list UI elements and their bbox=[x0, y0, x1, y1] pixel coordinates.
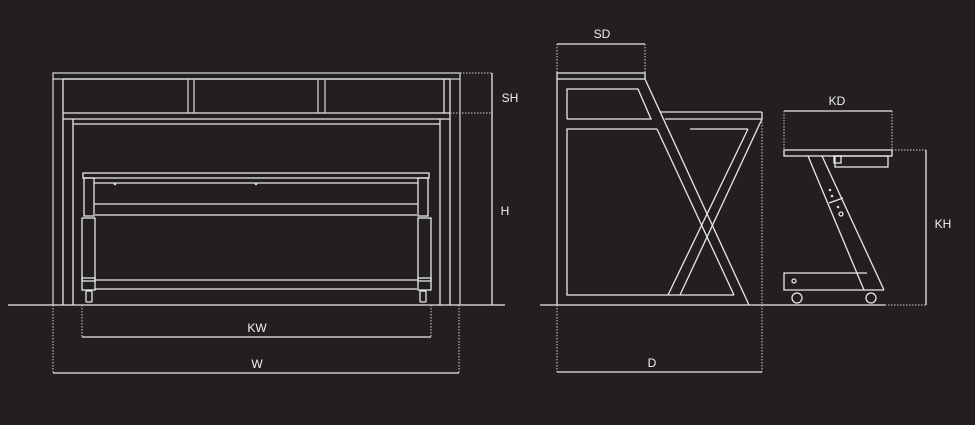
h-label: H bbox=[500, 204, 510, 218]
caster-icon bbox=[419, 290, 427, 303]
front-dimensions bbox=[52, 72, 493, 374]
side-view-keyboard-stand bbox=[783, 110, 893, 304]
kw-label: KW bbox=[247, 321, 267, 335]
sh-label: SH bbox=[501, 91, 519, 105]
front-view-keyboard-stand bbox=[81, 172, 432, 303]
wheel-icon bbox=[791, 292, 803, 304]
front-view-desk bbox=[52, 72, 461, 305]
wheel-icon bbox=[865, 292, 877, 304]
w-label: W bbox=[251, 357, 263, 371]
side-dimensions bbox=[556, 119, 927, 373]
kh-label: KH bbox=[934, 217, 952, 231]
sd-label: SD bbox=[593, 27, 611, 41]
d-label: D bbox=[647, 356, 657, 370]
side-view-desk bbox=[556, 43, 763, 306]
caster-icon bbox=[85, 290, 93, 303]
kd-label: KD bbox=[828, 94, 846, 108]
